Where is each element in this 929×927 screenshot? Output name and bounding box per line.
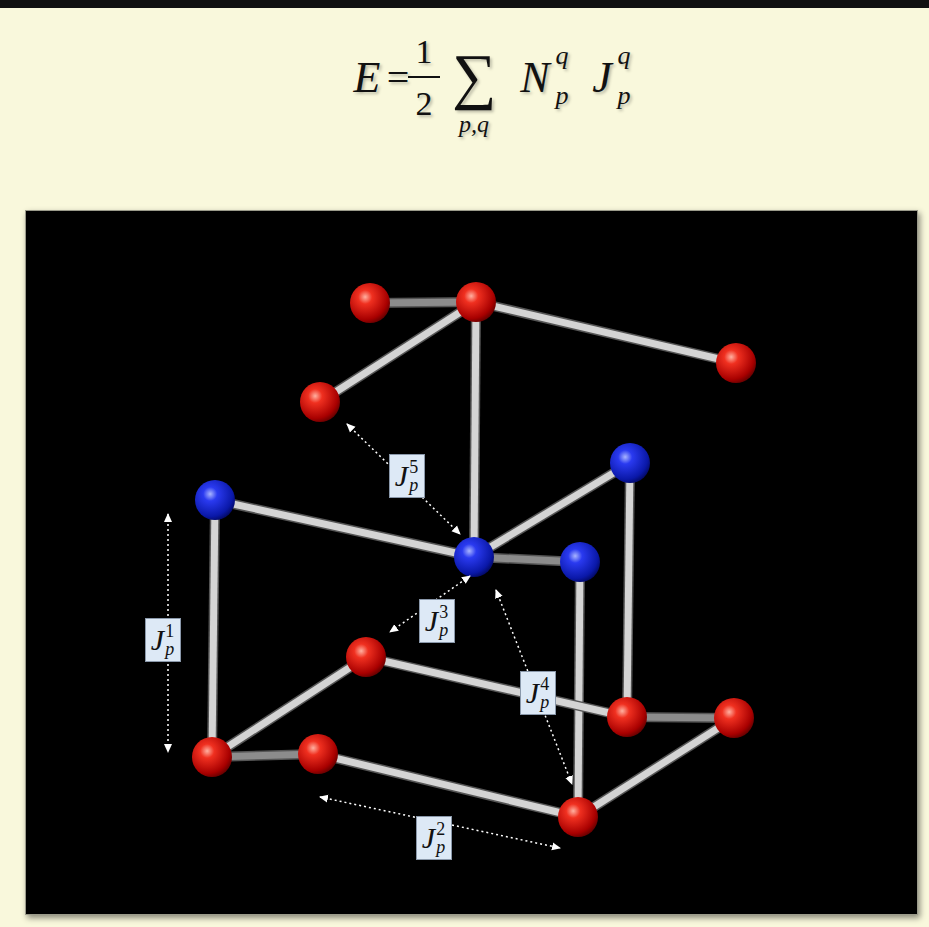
leader-line xyxy=(496,590,572,784)
blue-atom xyxy=(454,537,494,577)
rod-edge xyxy=(366,657,627,717)
formula-part: J xyxy=(592,56,612,100)
coupling-symbol: J xyxy=(422,823,435,853)
red-atom xyxy=(558,797,598,837)
coupling-symbol: J xyxy=(395,461,408,491)
formula-part: ∑ xyxy=(452,45,496,107)
rod-edge xyxy=(215,500,474,557)
rod-edge xyxy=(212,657,366,757)
rod xyxy=(212,500,215,757)
index-stack: 1p xyxy=(165,622,174,658)
coupling-symbol: J xyxy=(425,606,438,636)
coupling-symbol: J xyxy=(151,625,164,655)
index-stack: 4p xyxy=(540,675,549,711)
rod xyxy=(627,463,630,717)
rod-edge xyxy=(578,562,580,817)
superscript: 5 xyxy=(409,458,418,476)
subscript: p xyxy=(165,640,174,658)
rod-edge xyxy=(627,463,630,717)
coupling-label-box: J4p xyxy=(520,671,556,715)
subscript: p xyxy=(436,838,445,856)
fraction-bar xyxy=(408,76,440,78)
formula-part: q xyxy=(618,43,631,69)
rod-edge xyxy=(474,463,630,557)
red-atom xyxy=(192,737,232,777)
rod-edge xyxy=(474,302,476,557)
formula-part: p xyxy=(618,83,631,109)
red-atom xyxy=(714,698,754,738)
formula-part: 1 xyxy=(416,35,433,69)
formula-part: p xyxy=(556,83,569,109)
superscript: 3 xyxy=(439,603,448,621)
index-stack: 5p xyxy=(409,458,418,494)
superscript: 1 xyxy=(165,622,174,640)
index-stack: 2p xyxy=(436,820,445,856)
subscript: p xyxy=(439,621,448,639)
blue-atom xyxy=(195,480,235,520)
rod-edge xyxy=(578,718,734,817)
rod xyxy=(578,718,734,817)
red-atom xyxy=(346,637,386,677)
formula-part: = xyxy=(387,58,410,98)
subscript: p xyxy=(540,693,549,711)
leader-line xyxy=(347,424,460,534)
rod xyxy=(474,463,630,557)
formula-part: N xyxy=(520,56,549,100)
index-stack: 3p xyxy=(439,603,448,639)
superscript: 4 xyxy=(540,675,549,693)
rod xyxy=(476,302,736,363)
red-atom xyxy=(607,697,647,737)
rod-edge xyxy=(212,500,215,757)
rod xyxy=(320,302,476,402)
rod xyxy=(578,562,580,817)
rod xyxy=(212,657,366,757)
rod xyxy=(215,500,474,557)
coupling-symbol: J xyxy=(526,678,539,708)
red-atom xyxy=(350,283,390,323)
rod-edge xyxy=(320,302,476,402)
rod xyxy=(318,754,578,817)
coupling-label-box: J3p xyxy=(419,599,455,643)
rod xyxy=(366,657,627,717)
formula-part: q xyxy=(556,43,569,69)
red-atom xyxy=(300,382,340,422)
rod-edge xyxy=(476,302,736,363)
blue-atom xyxy=(610,443,650,483)
atoms xyxy=(192,282,756,837)
leader-lines xyxy=(168,424,572,848)
red-atom xyxy=(456,282,496,322)
coupling-label-box: J5p xyxy=(389,454,425,498)
rod-edge xyxy=(318,754,578,817)
blue-atom xyxy=(560,542,600,582)
coupling-label-box: J1p xyxy=(145,618,181,662)
rod xyxy=(474,302,476,557)
subscript: p xyxy=(409,476,418,494)
formula-part: p,q xyxy=(459,112,489,136)
red-atom xyxy=(298,734,338,774)
formula-part: E xyxy=(354,56,381,100)
rods xyxy=(212,302,736,817)
superscript: 2 xyxy=(436,820,445,838)
red-atom xyxy=(716,343,756,383)
top-bar xyxy=(0,0,929,8)
formula-part: 2 xyxy=(416,87,433,121)
coupling-label-box: J2p xyxy=(416,816,452,860)
